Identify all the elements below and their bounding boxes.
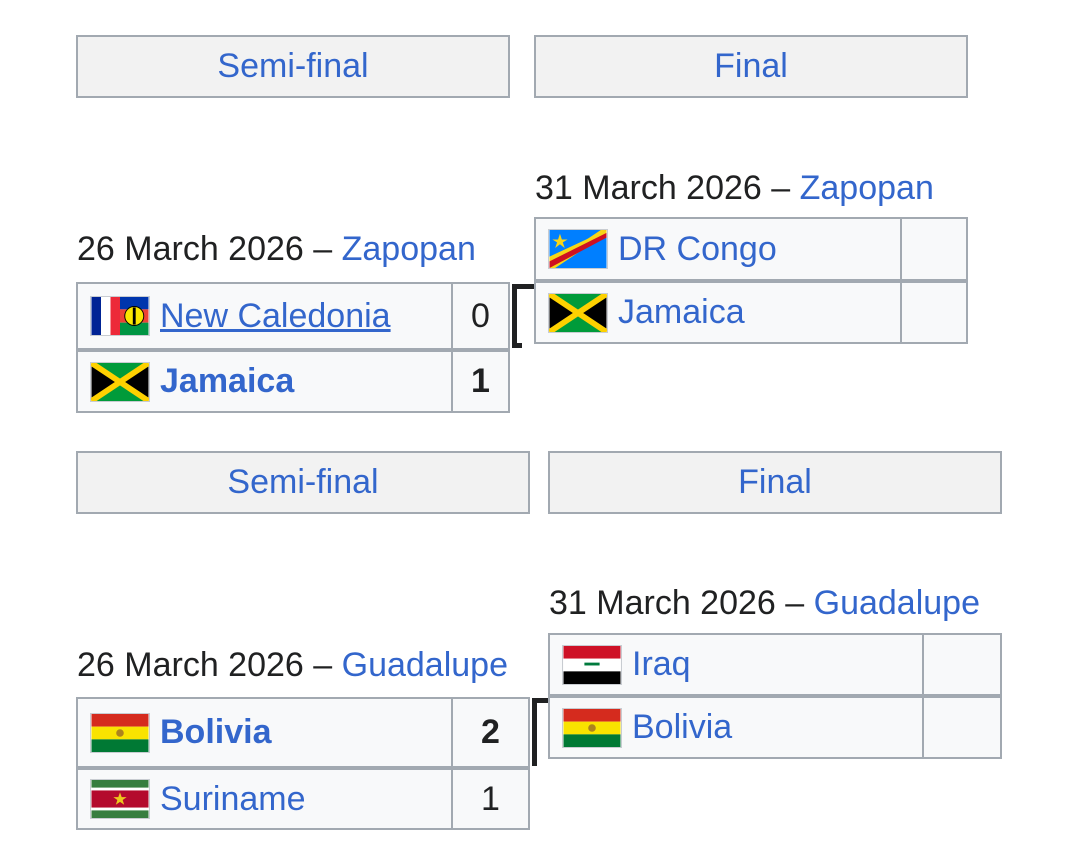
semi-final-header-label[interactable]: Semi-final (227, 463, 379, 501)
team-score: 0 (451, 282, 510, 350)
jamaica-flag-icon (90, 361, 150, 402)
final-header[interactable]: Final (534, 35, 968, 98)
dr-congo-flag-icon (548, 229, 608, 269)
team-row-jamaica: Jamaica (76, 350, 453, 413)
venue-link[interactable]: Guadalupe (813, 584, 980, 622)
team-name[interactable]: Iraq (632, 645, 691, 683)
final-match-date: 31 March 2026 – Guadalupe (549, 583, 980, 623)
date-separator: – (303, 230, 342, 268)
score-value: 0 (471, 296, 490, 335)
date-separator: – (761, 169, 800, 207)
final-header-label[interactable]: Final (714, 47, 788, 85)
score-value: 2 (481, 713, 500, 751)
semi-final-match-date: 26 March 2026 – Zapopan (77, 229, 476, 269)
semi-final-header-label[interactable]: Semi-final (217, 47, 369, 85)
team-score: 2 (451, 697, 530, 768)
new-caledonia-flag-icon (90, 296, 150, 336)
final-header-label[interactable]: Final (738, 463, 812, 501)
bracket-connector (532, 698, 537, 766)
score-value: 1 (471, 362, 490, 400)
venue-link[interactable]: Zapopan (341, 230, 476, 268)
bolivia-flag-icon (562, 707, 622, 748)
suriname-flag-icon (90, 779, 150, 819)
team-row-bolivia: Bolivia (76, 697, 453, 768)
venue-link[interactable]: Guadalupe (341, 646, 508, 684)
bracket-connector (512, 284, 534, 348)
bracket-connector-tick (532, 698, 548, 703)
team-score (900, 281, 968, 344)
date-text: 26 March 2026 (77, 230, 304, 268)
team-score (900, 217, 968, 281)
date-text: 26 March 2026 (77, 646, 304, 684)
bracket-connector-tick (512, 343, 522, 348)
jamaica-flag-icon (548, 292, 608, 333)
semi-final-header[interactable]: Semi-final (76, 451, 530, 514)
team-name[interactable]: New Caledonia (160, 296, 391, 335)
score-value: 1 (481, 779, 500, 818)
team-row-new-caledonia: New Caledonia (76, 282, 453, 350)
venue-link[interactable]: Zapopan (799, 169, 934, 207)
team-name[interactable]: Bolivia (160, 713, 272, 751)
team-row-jamaica: Jamaica (534, 281, 902, 344)
iraq-flag-icon (562, 644, 622, 685)
team-name[interactable]: DR Congo (618, 229, 777, 268)
team-row-iraq: Iraq (548, 633, 924, 696)
team-score (922, 696, 1002, 759)
semi-final-header[interactable]: Semi-final (76, 35, 510, 98)
date-separator: – (303, 646, 342, 684)
bolivia-flag-icon (90, 712, 150, 753)
date-separator: – (775, 584, 814, 622)
date-text: 31 March 2026 (549, 584, 776, 622)
date-text: 31 March 2026 (535, 169, 762, 207)
team-score: 1 (451, 350, 510, 413)
final-match-date: 31 March 2026 – Zapopan (535, 168, 934, 208)
team-row-dr-congo: DR Congo (534, 217, 902, 281)
final-header[interactable]: Final (548, 451, 1002, 514)
team-score: 1 (451, 768, 530, 830)
semi-final-match-date: 26 March 2026 – Guadalupe (77, 645, 508, 685)
team-row-suriname: Suriname (76, 768, 453, 830)
team-name[interactable]: Bolivia (632, 708, 733, 746)
team-name[interactable]: Jamaica (618, 293, 745, 331)
team-name[interactable]: Suriname (160, 779, 306, 818)
team-name[interactable]: Jamaica (160, 362, 295, 400)
team-row-bolivia: Bolivia (548, 696, 924, 759)
team-score (922, 633, 1002, 696)
